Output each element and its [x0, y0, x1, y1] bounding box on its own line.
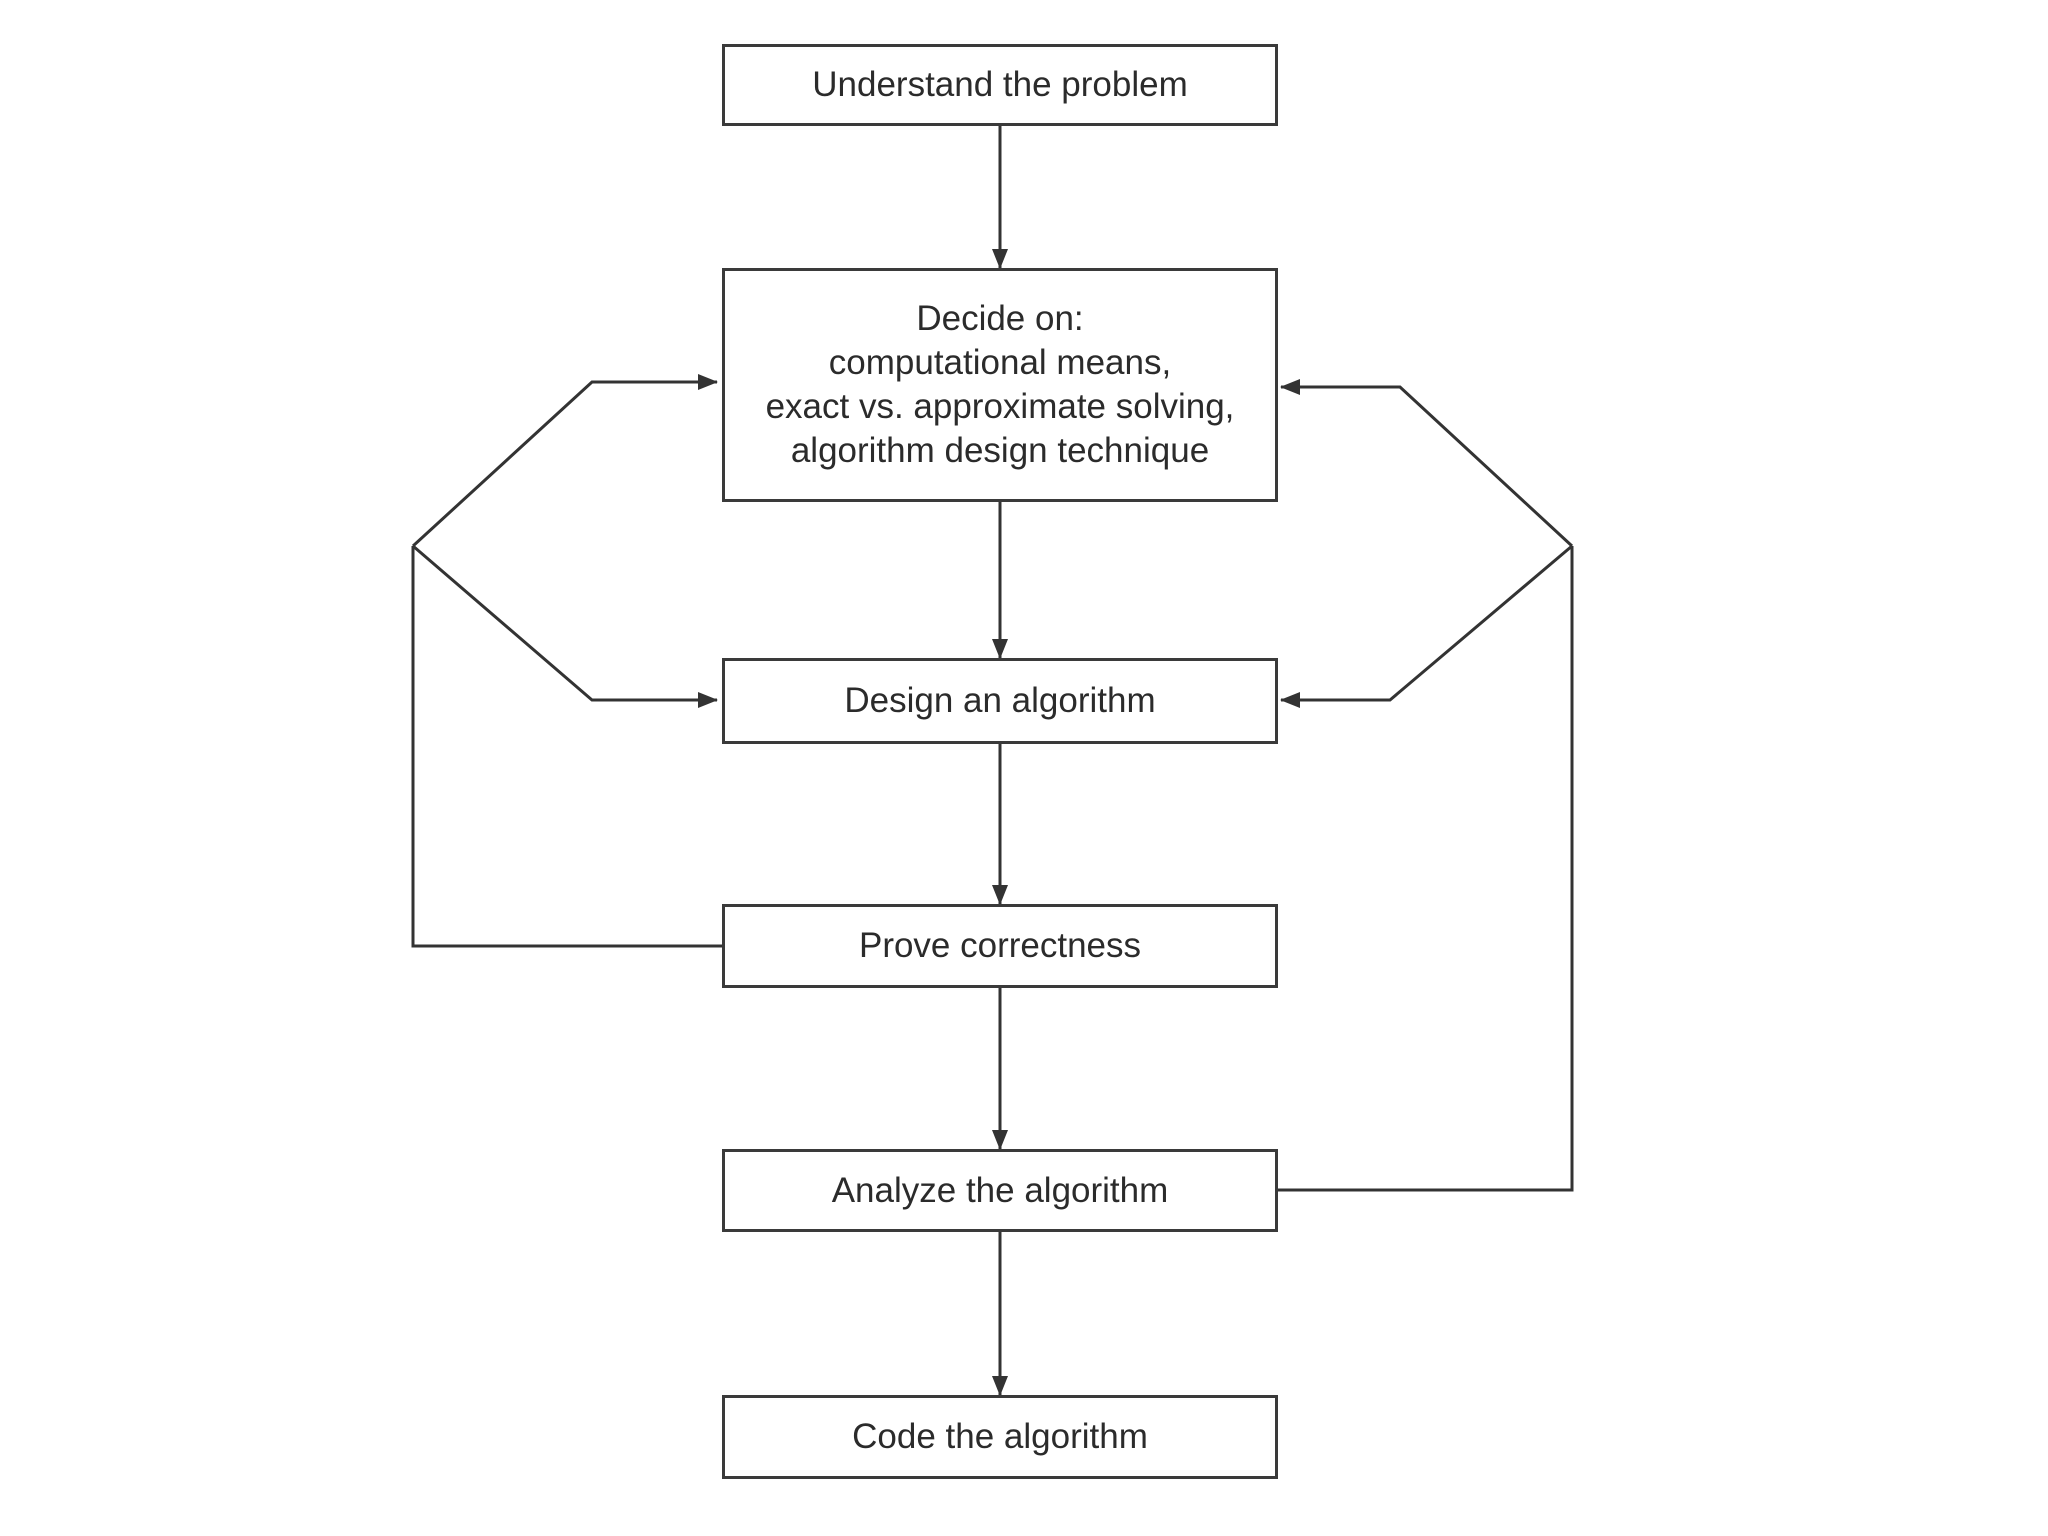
step-design-algorithm: Design an algorithm — [722, 658, 1278, 744]
feedback-analyze-to-decide — [1280, 379, 1574, 548]
step-prove-correctness: Prove correctness — [722, 904, 1278, 988]
step-decide-line-exact-vs-approximate: exact vs. approximate solving, — [765, 387, 1235, 426]
feedback-prove-left-trunk — [411, 546, 722, 948]
step-code-label: Code the algorithm — [852, 1417, 1148, 1456]
step-understand-label: Understand the problem — [812, 65, 1188, 104]
feedback-prove-to-decide — [411, 374, 718, 548]
feedback-prove-to-design — [412, 544, 718, 708]
step-analyze-label: Analyze the algorithm — [831, 1170, 1169, 1210]
step-understand-problem: Understand the problem — [722, 44, 1278, 126]
step-design-label: Design an algorithm — [844, 681, 1156, 720]
feedback-analyze-right-trunk — [1278, 546, 1574, 1192]
step-decide-line-design-technique: algorithm design technique — [790, 431, 1210, 470]
step-decide-line-computational-means: computational means, — [828, 343, 1172, 382]
step-code-algorithm: Code the algorithm — [722, 1395, 1278, 1479]
feedback-analyze-to-design — [1280, 544, 1573, 708]
step-decide-heading: Decide on: — [916, 299, 1084, 338]
step-decide-on: Decide on: computational means, exact vs… — [722, 268, 1278, 502]
step-prove-label: Prove correctness — [858, 926, 1142, 965]
step-analyze-algorithm: Analyze the algorithm — [722, 1149, 1278, 1232]
